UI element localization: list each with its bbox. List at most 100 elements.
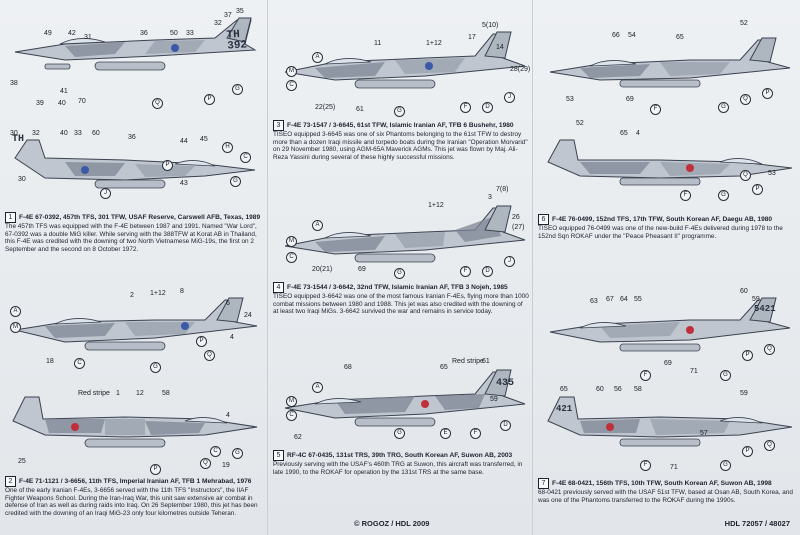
callout: 6 (226, 300, 230, 307)
callout: Red stripe (78, 390, 110, 397)
paint-code-circle: Q (200, 458, 211, 469)
callout: 17 (468, 34, 476, 41)
paint-code-circle: G (232, 84, 243, 95)
callout: 65 (676, 34, 684, 41)
paint-code-circle: G (720, 370, 731, 381)
paint-code-circle: P (742, 446, 753, 457)
fold-line-left (267, 0, 268, 535)
callout: 71 (690, 368, 698, 375)
callout: 55 (634, 296, 642, 303)
callout: 59 (740, 390, 748, 397)
jet-9-side-view (5, 290, 260, 365)
jet-1b-side-view (5, 130, 260, 200)
paint-code-circle: Q (740, 170, 751, 181)
copyright-footer: © ROGOZ / HDL 2009 (354, 519, 430, 528)
paint-code-circle: A (312, 382, 323, 393)
callout: 44 (180, 138, 188, 145)
callout: 49 (44, 30, 52, 37)
callout: 4 (636, 130, 640, 137)
callout: 58 (162, 390, 170, 397)
callout: 42 (68, 30, 76, 37)
catalog-number: HDL 72057 / 48027 (724, 519, 790, 528)
paint-code-circle: G (230, 176, 241, 187)
jet-13-tail-code: 421 (556, 404, 573, 414)
caption-title: F-4E 73-1544 / 3-6642, 32nd TFW, Islamic… (287, 284, 508, 292)
callout: 5(10) (482, 22, 499, 29)
callout: 8 (180, 288, 184, 295)
callout: 65 (620, 130, 628, 137)
paint-code-circle: C (286, 80, 297, 91)
callout: (27) (512, 224, 525, 231)
callout: 71 (670, 464, 678, 471)
paint-code-circle: F (650, 104, 661, 115)
paint-code-circle: F (680, 190, 691, 201)
callout: 30 (10, 130, 18, 137)
paint-code-circle: C (286, 410, 297, 421)
callout: 28(29) (510, 66, 531, 73)
callout: 65 (440, 364, 448, 371)
caption-number: 6 (538, 214, 549, 225)
paint-code-circle: G (394, 106, 405, 117)
paint-code-circle: C (74, 358, 85, 369)
callout: 52 (576, 120, 584, 127)
callout: 60 (740, 288, 748, 295)
paint-code-circle: M (286, 66, 297, 77)
paint-code-circle: J (504, 92, 515, 103)
jet-12-tail-code: 5421 (754, 304, 776, 314)
caption-text: TISEO equipped 76-0499 was one of the ne… (538, 225, 783, 240)
callout: 32 (32, 130, 40, 137)
callout: 59 (490, 396, 498, 403)
callout: 11 (374, 40, 382, 47)
callout: 31 (84, 34, 92, 41)
jet-12-side-view (540, 290, 795, 365)
paint-code-circle: G (720, 460, 731, 471)
callout: 33 (186, 30, 194, 37)
callout: 60 (92, 130, 100, 137)
jet-3-side-view (275, 22, 530, 102)
paint-code-circle: A (312, 220, 323, 231)
caption-text: One of the early Iranian F-4Es, 3-6656 s… (5, 487, 258, 517)
jet-11-tail-code: 435 (496, 378, 515, 389)
callout: 41 (60, 88, 68, 95)
paint-code-circle: F (470, 428, 481, 439)
callout: 70 (78, 98, 86, 105)
callout: 54 (628, 32, 636, 39)
paint-code-circle: P (204, 94, 215, 105)
caption-number: 4 (273, 282, 284, 293)
callout: 58 (634, 386, 642, 393)
callout: 32 (214, 20, 222, 27)
callout: Red stripe (452, 358, 484, 365)
callout: 25 (18, 458, 26, 465)
callout: 68 (344, 364, 352, 371)
jet-1-tail-code: TH 392 (226, 28, 248, 53)
callout: 69 (358, 266, 366, 273)
caption-text: TISEO equipped 3-6645 was one of six Pha… (273, 131, 528, 161)
jet-8-side-view (540, 128, 795, 198)
callout: 65 (560, 386, 568, 393)
jet-4-side-view (275, 196, 530, 276)
paint-code-circle: P (762, 88, 773, 99)
paint-code-circle: F (460, 266, 471, 277)
paint-code-circle: G (718, 102, 729, 113)
caption-title: F-4E 68-0421, 156th TFS, 10th TFW, South… (552, 480, 772, 488)
caption-title: F-4E 76-0499, 152nd TFS, 17th TFW, South… (552, 216, 773, 224)
callout: 52 (740, 20, 748, 27)
paint-code-circle: Q (764, 344, 775, 355)
paint-code-circle: Q (204, 350, 215, 361)
jet-1-side-view (5, 10, 260, 90)
paint-code-circle: P (742, 350, 753, 361)
caption-number: 5 (273, 450, 284, 461)
callout: 40 (58, 100, 66, 107)
callout: 14 (496, 44, 504, 51)
paint-code-circle: Q (740, 94, 751, 105)
callout: 20(21) (312, 266, 333, 273)
callout: 1+12 (426, 40, 442, 47)
paint-code-circle: D (500, 420, 511, 431)
callout: 39 (36, 100, 44, 107)
callout: 57 (700, 430, 708, 437)
callout: 69 (626, 96, 634, 103)
